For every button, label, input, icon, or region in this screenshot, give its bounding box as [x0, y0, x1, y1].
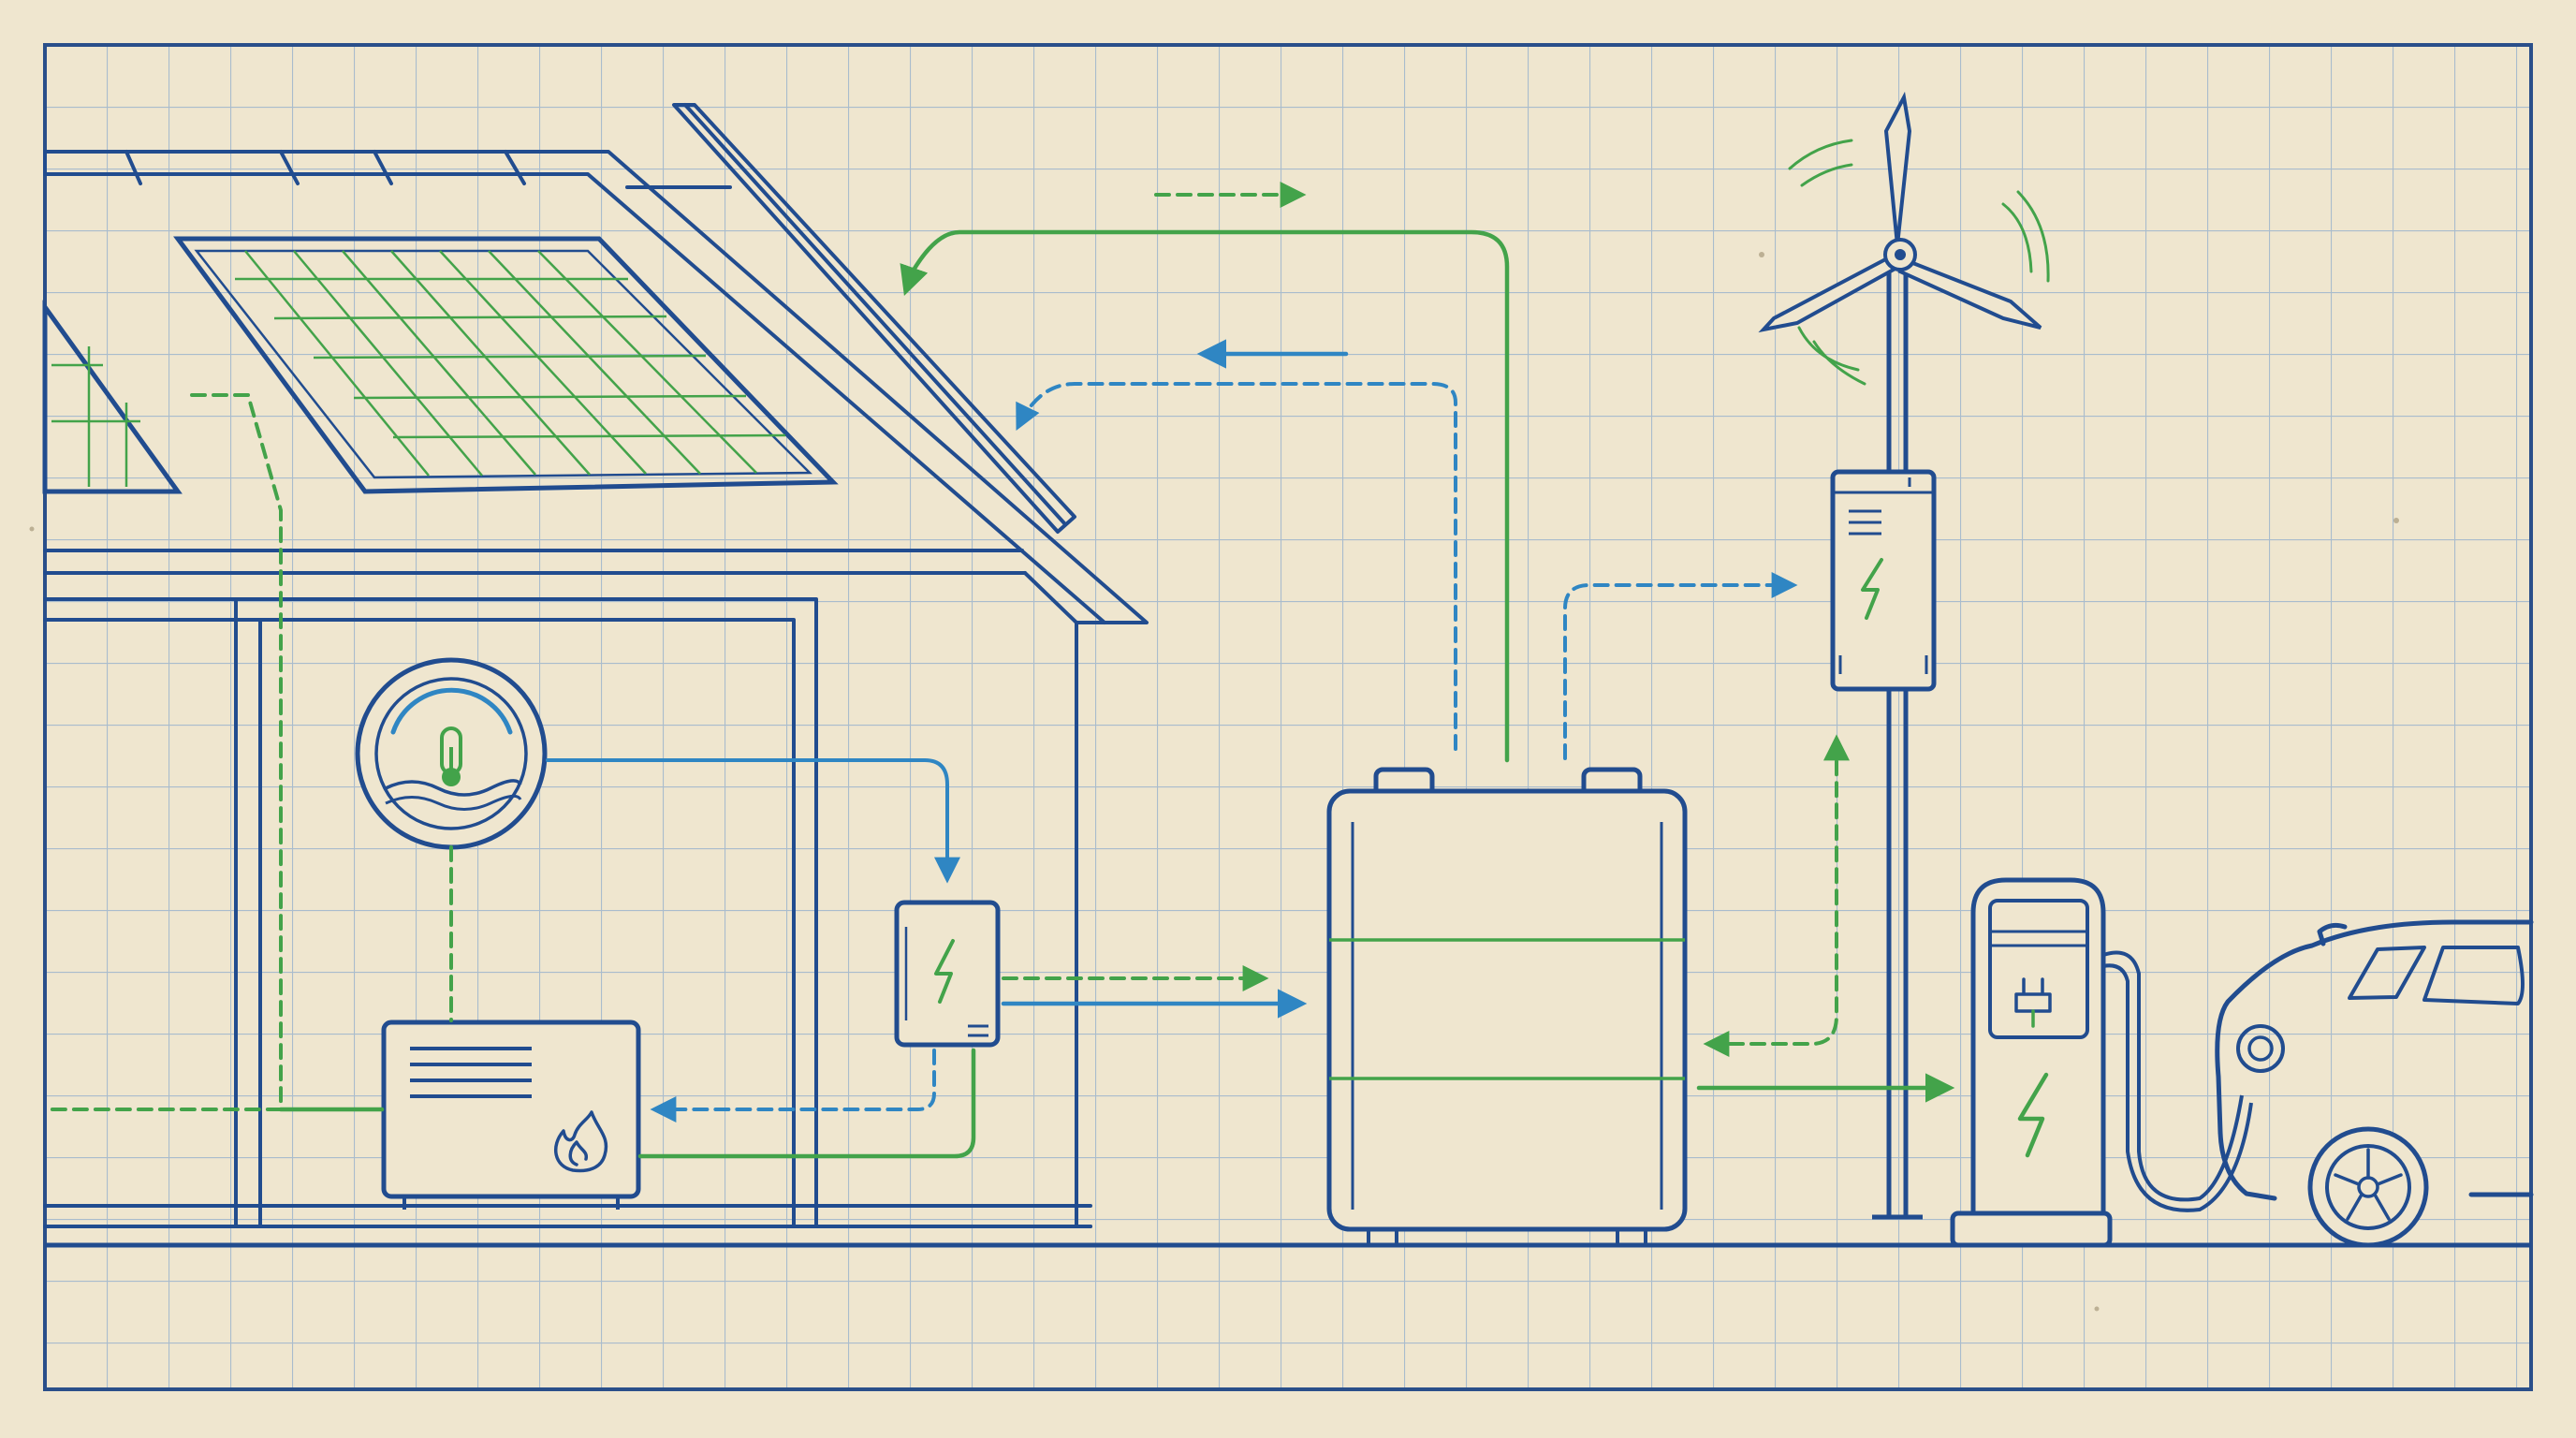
inverter-box [894, 900, 1001, 1048]
heat-pump-unit [381, 1020, 641, 1210]
energy-flows [43, 182, 1955, 1159]
lightning-bolt-icon [1861, 558, 1883, 620]
lightning-bolt-icon [2017, 1072, 2049, 1158]
lightning-bolt-icon [934, 939, 955, 1004]
flow-battery-to-solar [900, 229, 1510, 763]
solar-panel-edge [672, 103, 1076, 534]
flow-battery-to-turbine [1563, 572, 1798, 760]
ev-charger [1950, 877, 2253, 1248]
plug-icon [2014, 977, 2052, 1028]
flow-solar-to-house [43, 393, 283, 1111]
car-icon [2215, 919, 2534, 1248]
blueprint-frame [43, 43, 2533, 1391]
flame-icon [554, 1110, 608, 1173]
flow-thermostat-to-inverter [546, 758, 960, 884]
paper-texture-specks [29, 252, 2399, 1312]
thermostat [355, 657, 548, 850]
turbine-controller [1830, 469, 1937, 692]
flow-inverter-to-heatpump [650, 1049, 936, 1123]
battery-icon [1326, 767, 1688, 1247]
thermometer-icon [440, 726, 462, 786]
flow-inverter-heatpump-supply [637, 1048, 976, 1159]
flow-battery-to-roof-data [1016, 382, 1457, 751]
house-icon [43, 150, 1149, 1228]
wind-turbine-icon [1758, 91, 2050, 1220]
solar-panel-main [173, 236, 839, 494]
solar-panel-left [42, 300, 183, 494]
